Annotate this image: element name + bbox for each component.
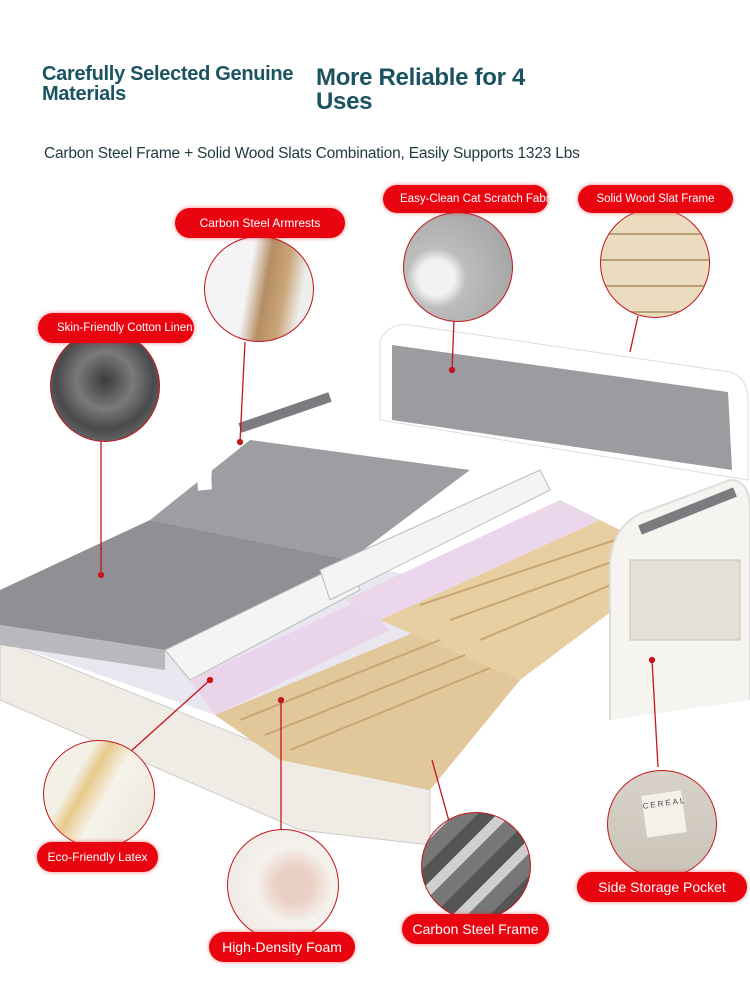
linen-detail-image: [50, 330, 160, 442]
callout-high-density-foam: High-Density Foam: [209, 932, 355, 962]
callout-solid-wood-slat-frame: Solid Wood Slat Frame: [578, 185, 733, 213]
heading-uses: More Reliable for 4 Uses: [316, 64, 526, 115]
pocket-detail-image: CEREAL: [607, 770, 717, 878]
subtitle: Carbon Steel Frame + Solid Wood Slats Co…: [44, 145, 580, 162]
callout-cotton-linen: Skin-Friendly Cotton Linen: [38, 313, 194, 343]
callout-eco-friendly-latex: Eco-Friendly Latex: [37, 842, 158, 872]
callout-carbon-steel-frame: Carbon Steel Frame: [402, 914, 549, 944]
steel-frame-detail-image: [421, 812, 531, 920]
heading-materials: Carefully Selected Genuine Materials: [42, 63, 294, 105]
callout-cat-scratch-fabric: Easy-Clean Cat Scratch Fabric: [383, 185, 558, 213]
latex-detail-image: [43, 740, 155, 848]
slats-detail-image: [600, 208, 710, 318]
armrest-detail-image: [204, 236, 314, 342]
callout-carbon-steel-armrests: Carbon Steel Armrests: [175, 208, 345, 238]
pocket-card: CEREAL: [641, 790, 687, 838]
foam-detail-image: [227, 829, 339, 941]
callout-side-storage-pocket: Side Storage Pocket: [577, 872, 747, 902]
fabric-detail-image: [403, 212, 513, 322]
